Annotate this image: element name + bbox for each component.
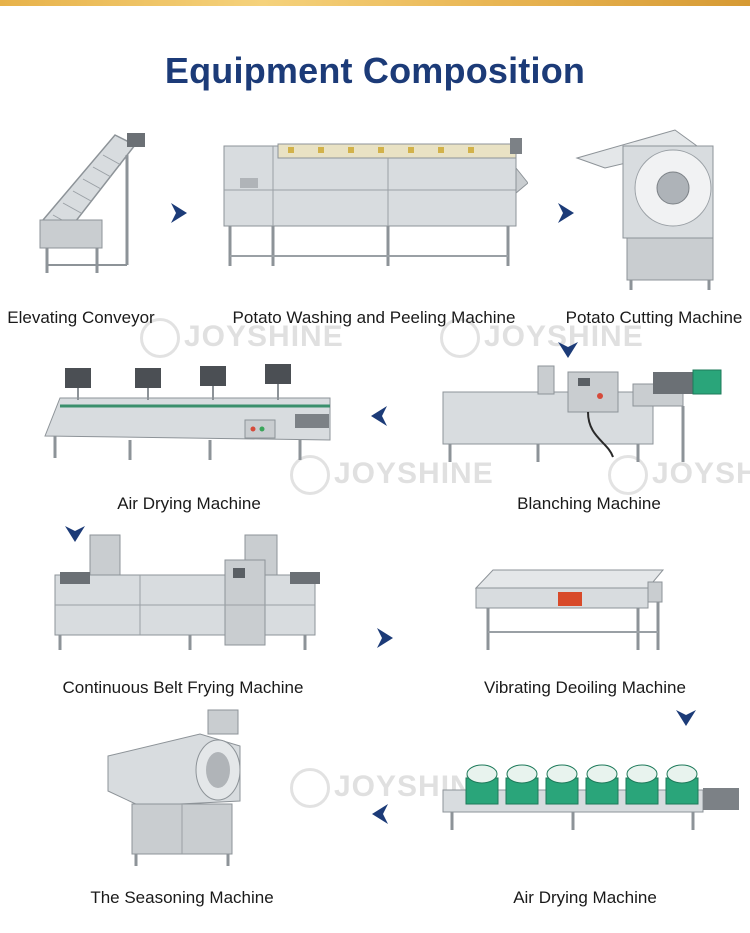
arrow-right-icon	[167, 201, 191, 225]
air-drying-machine-image	[438, 760, 743, 835]
machine-label: Blanching Machine	[517, 494, 661, 513]
blanching-machine-image	[438, 362, 738, 472]
machine-label: Vibrating Deoiling Machine	[484, 678, 686, 697]
watermark-logo-icon	[290, 768, 330, 808]
cutting-machine-image	[575, 128, 725, 293]
machine-label: Potato Washing and Peeling Machine	[232, 308, 516, 327]
arrow-right-icon	[554, 201, 578, 225]
machine-label: Continuous Belt Frying Machine	[62, 678, 304, 697]
vibrating-deoiling-machine-image	[468, 560, 673, 660]
arrow-right-icon	[373, 626, 397, 650]
washing-peeling-machine-image	[218, 138, 528, 273]
arrow-left-icon	[368, 802, 392, 826]
arrow-down-icon	[674, 706, 698, 730]
elevating-conveyor-image	[35, 125, 155, 280]
air-drying-machine-image	[40, 358, 340, 468]
seasoning-machine-image	[100, 706, 260, 871]
arrow-down-icon	[63, 522, 87, 546]
top-decorative-strip	[0, 0, 750, 6]
machine-label: Potato Cutting Machine	[565, 308, 743, 327]
belt-frying-machine-image	[40, 530, 330, 660]
arrow-left-icon	[367, 404, 391, 428]
page-title: Equipment Composition	[164, 50, 586, 91]
machine-label: The Seasoning Machine	[90, 888, 274, 907]
arrow-down-icon	[556, 338, 580, 362]
machine-label: Air Drying Machine	[513, 888, 657, 907]
machine-label: Air Drying Machine	[117, 494, 261, 513]
machine-label: Elevating Conveyor	[7, 308, 155, 327]
